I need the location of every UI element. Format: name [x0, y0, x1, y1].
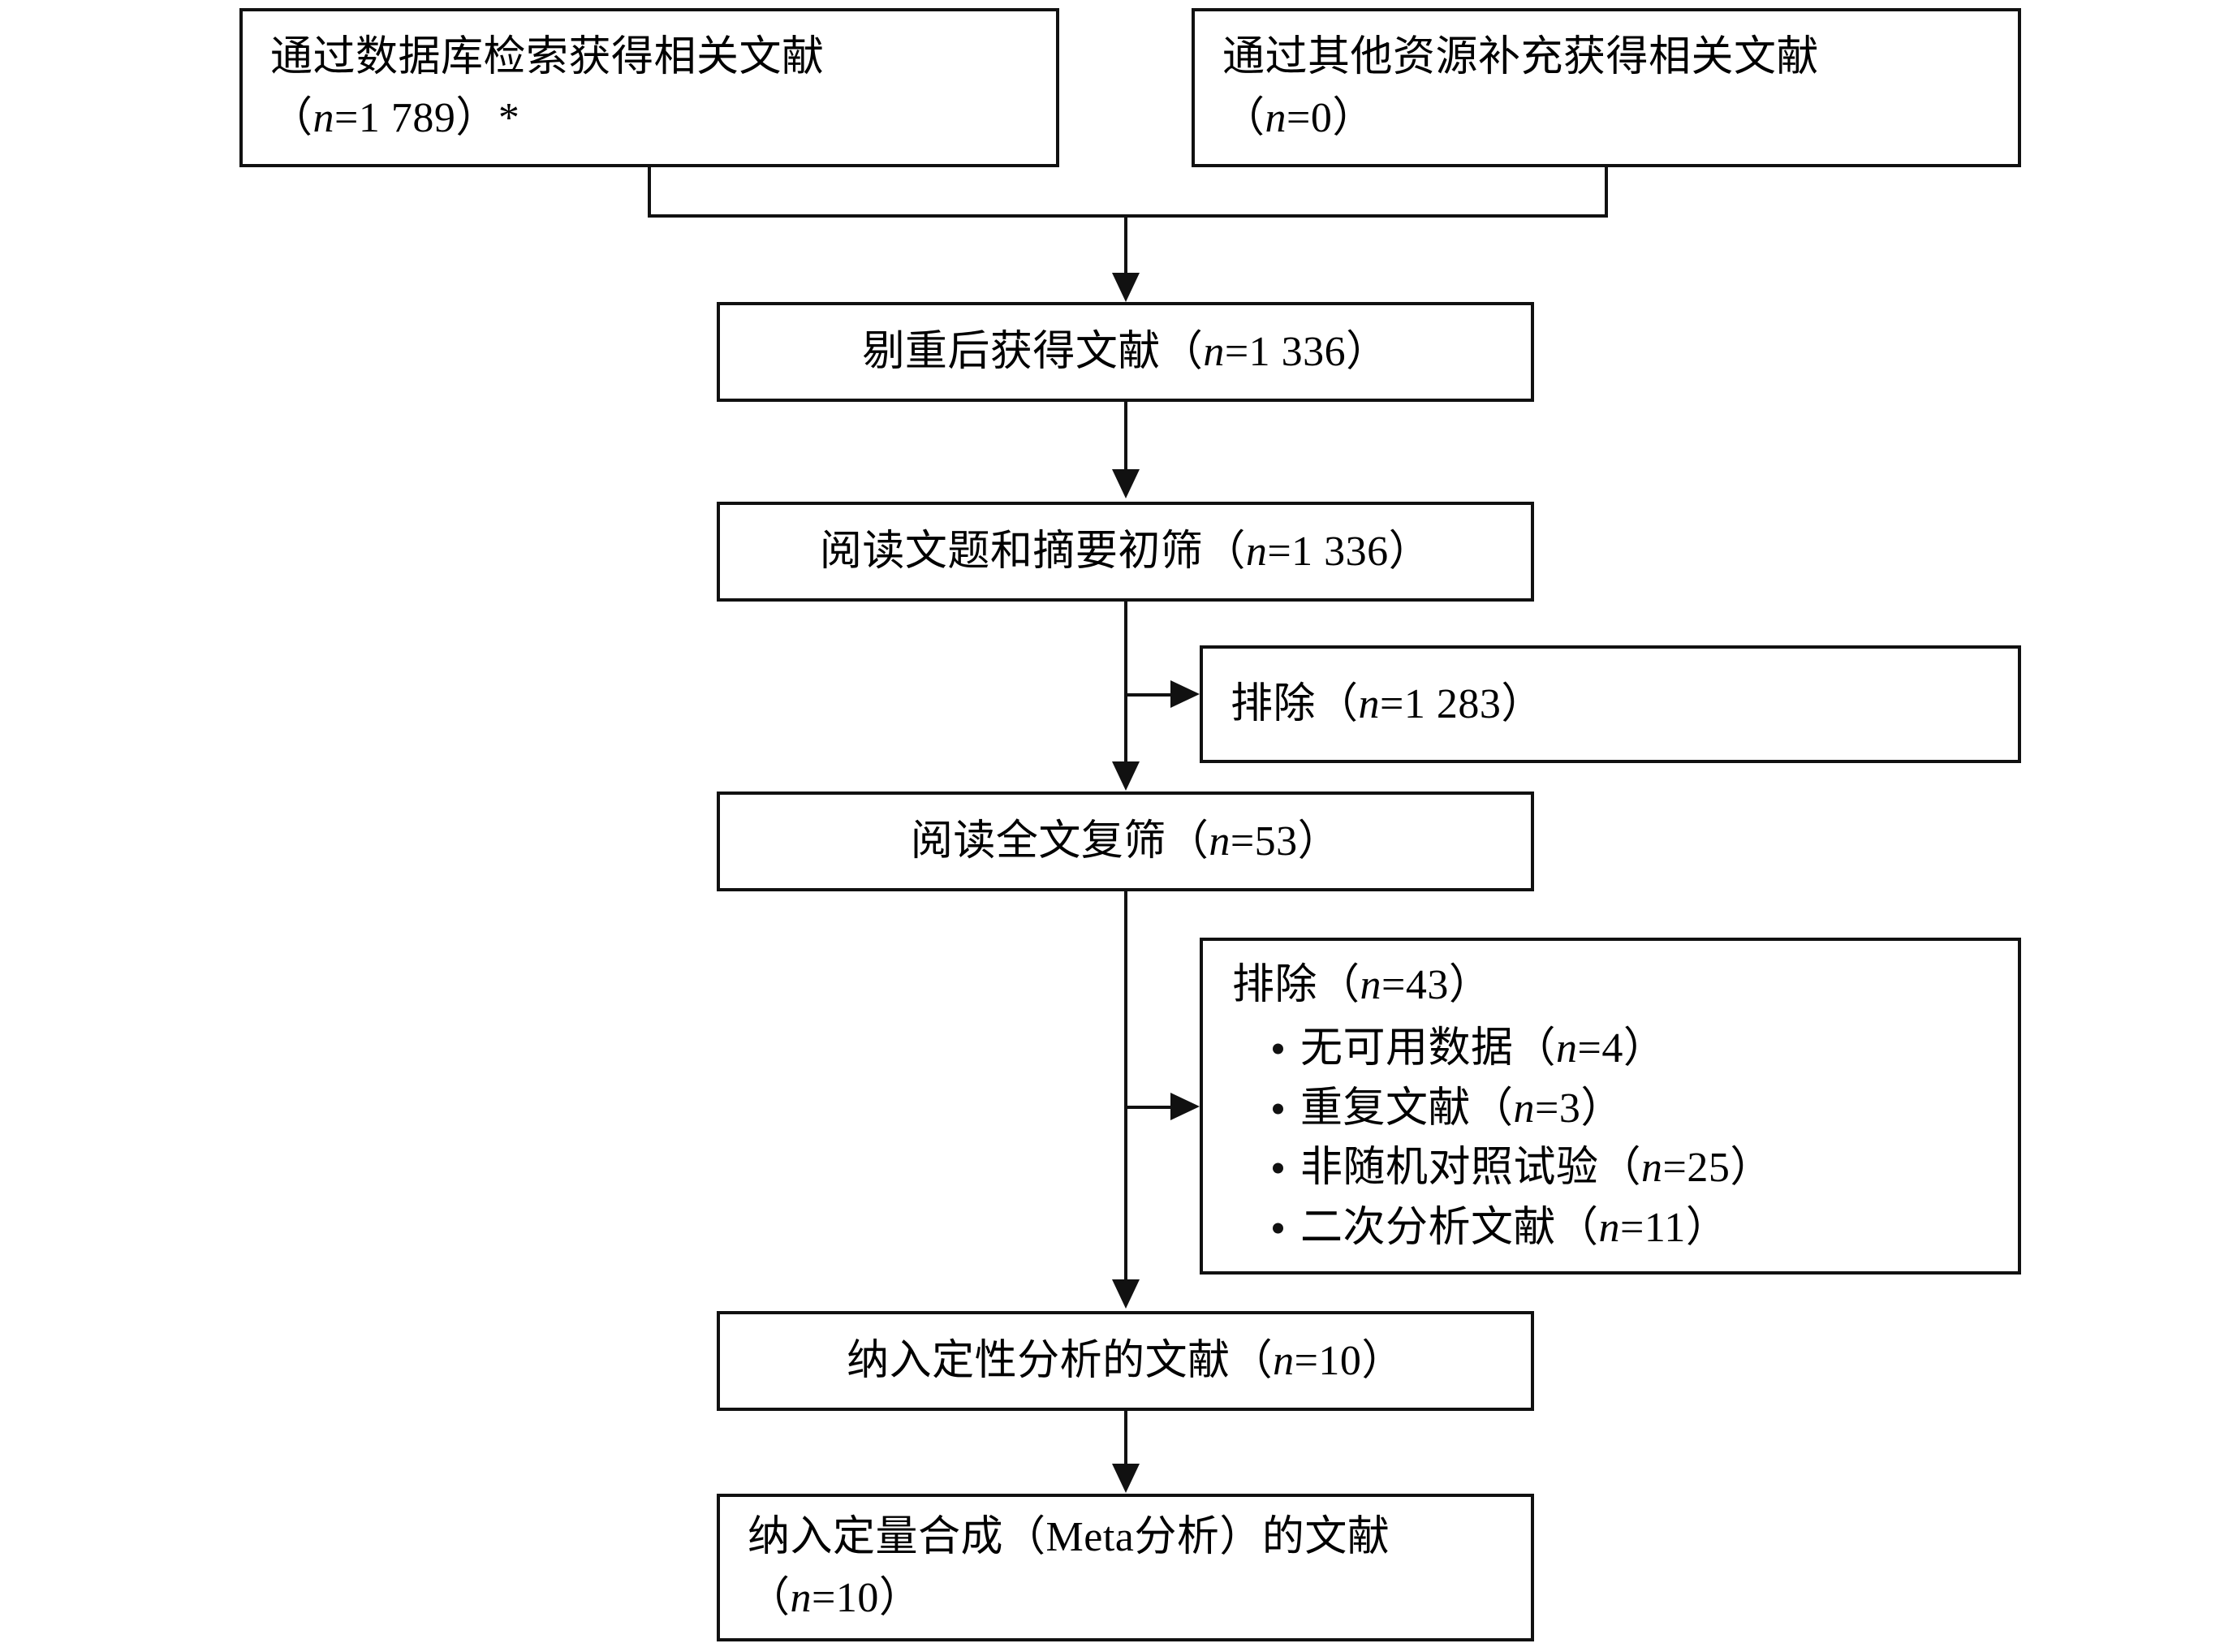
connector-merge-bar — [648, 214, 1608, 218]
node-quantitative-synthesis-line2: （n=10） — [748, 1575, 922, 1621]
node-other-sources-line1: 通过其他资源补充获得相关文献 — [1222, 33, 1820, 80]
connector-merge-to-dedup — [1124, 214, 1127, 276]
arrowhead-to-screen — [1112, 469, 1140, 498]
node-database-search-line1: 通过数据库检索获得相关文献 — [270, 33, 825, 80]
connector-database-drop — [648, 167, 651, 218]
arrowhead-to-dedup — [1112, 273, 1140, 302]
node-excluded-screen: 排除（n=1 283） — [1200, 645, 2021, 763]
exclusion-reason-list: 无可用数据（n=4） 重复文献（n=3） 非随机对照试验（n=25） 二次分析文… — [1232, 1019, 2018, 1258]
connector-dedup-to-screen — [1124, 402, 1127, 472]
exclusion-reason-item: 非随机对照试验（n=25） — [1269, 1138, 2018, 1198]
node-excluded-fulltext-heading: 排除（n=43） — [1232, 962, 1492, 1008]
node-title-abstract-screen-text: 阅读文题和摘要初筛（n=1 336） — [819, 528, 1432, 575]
connector-qualitative-to-quantitative — [1124, 1411, 1127, 1466]
node-excluded-screen-text: 排除（n=1 283） — [1231, 680, 1544, 727]
node-fulltext-screen: 阅读全文复筛（n=53） — [717, 791, 1534, 891]
n-variable: n — [312, 95, 335, 141]
n-variable: n — [1513, 1085, 1536, 1132]
node-qualitative-synthesis: 纳入定性分析的文献（n=10） — [717, 1311, 1534, 1411]
node-quantitative-synthesis-text: 纳入定量合成（Meta分析）的文献 （n=10） — [720, 1507, 1401, 1629]
node-other-sources-text: 通过其他资源补充获得相关文献 （n=0） — [1195, 27, 1830, 149]
n-variable: n — [1358, 680, 1381, 727]
node-title-abstract-screen: 阅读文题和摘要初筛（n=1 336） — [717, 502, 1534, 602]
node-other-sources-line2: （n=0） — [1222, 95, 1375, 141]
node-deduplicated-text: 剔重后获得文献（n=1 336） — [862, 328, 1389, 375]
node-database-search: 通过数据库检索获得相关文献 （n=1 789）* — [239, 8, 1059, 167]
n-variable: n — [1265, 95, 1287, 141]
arrowhead-to-excluded-screen — [1170, 680, 1200, 708]
exclusion-reason-item: 二次分析文献（n=11） — [1269, 1198, 2018, 1258]
n-variable: n — [1598, 1205, 1621, 1252]
node-other-sources: 通过其他资源补充获得相关文献 （n=0） — [1192, 8, 2021, 167]
connector-screen-to-fulltext — [1124, 602, 1127, 764]
exclusion-reason-item: 无可用数据（n=4） — [1269, 1019, 2018, 1079]
n-variable: n — [1360, 962, 1382, 1008]
node-excluded-fulltext: 排除（n=43） 无可用数据（n=4） 重复文献（n=3） 非随机对照试验（n=… — [1200, 938, 2021, 1275]
connector-fulltext-branch — [1124, 1106, 1175, 1109]
node-database-search-text: 通过数据库检索获得相关文献 （n=1 789）* — [243, 27, 836, 149]
connector-other-drop — [1605, 167, 1608, 218]
node-excluded-fulltext-body: 排除（n=43） 无可用数据（n=4） 重复文献（n=3） 非随机对照试验（n=… — [1203, 941, 2018, 1273]
n-variable: n — [1245, 528, 1268, 575]
exclusion-reason-item: 重复文献（n=3） — [1269, 1079, 2018, 1139]
arrowhead-to-quantitative — [1112, 1464, 1140, 1493]
n-variable: n — [1209, 817, 1231, 865]
connector-screen-branch — [1124, 693, 1175, 697]
arrowhead-to-excluded-fulltext — [1170, 1093, 1200, 1120]
n-variable: n — [1203, 328, 1225, 375]
node-quantitative-synthesis-line1: 纳入定量合成（Meta分析）的文献 — [748, 1513, 1390, 1560]
n-variable: n — [1273, 1337, 1295, 1384]
arrowhead-to-qualitative — [1112, 1279, 1140, 1309]
n-variable: n — [790, 1575, 812, 1621]
arrowhead-to-fulltext — [1112, 761, 1140, 791]
n-variable: n — [1641, 1145, 1663, 1192]
node-qualitative-synthesis-text: 纳入定性分析的文献（n=10） — [847, 1337, 1404, 1384]
node-deduplicated: 剔重后获得文献（n=1 336） — [717, 302, 1534, 402]
node-database-search-line2: （n=1 789）* — [270, 95, 520, 141]
n-variable: n — [1556, 1024, 1578, 1072]
node-fulltext-screen-text: 阅读全文复筛（n=53） — [910, 817, 1341, 865]
node-quantitative-synthesis: 纳入定量合成（Meta分析）的文献 （n=10） — [717, 1494, 1534, 1641]
connector-fulltext-to-qualitative — [1124, 891, 1127, 1281]
